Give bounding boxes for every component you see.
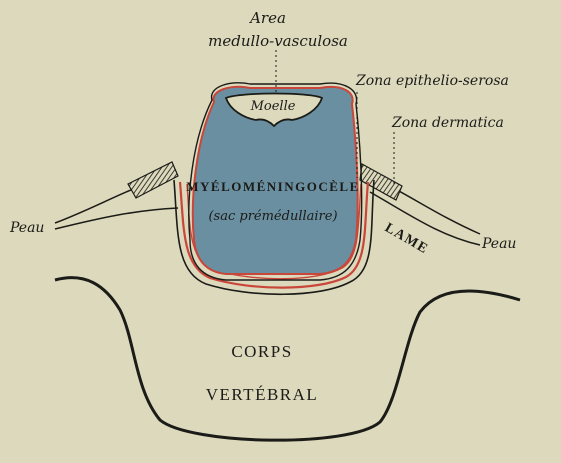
label-peau-right: Peau <box>481 236 516 252</box>
label-corps: CORPS <box>231 342 292 361</box>
label-sac-premedullaire: (sac prémédullaire) <box>208 209 337 224</box>
left-dermal-hatched-band <box>128 162 178 198</box>
left-skin-lower-line <box>55 208 178 229</box>
label-medullo-vasculosa: medullo-vasculosa <box>208 32 348 50</box>
label-zona-epithelio-serosa: Zona epithelio-serosa <box>355 73 509 89</box>
label-zona-dermatica: Zona dermatica <box>391 115 504 131</box>
label-moelle: Moelle <box>250 99 296 114</box>
label-vertebral: VERTÉBRAL <box>206 385 319 404</box>
label-area: Area <box>248 9 286 27</box>
right-skin-lower-line <box>370 192 480 245</box>
label-myelomeningocele: MYÉLOMÉNINGOCÈLE <box>186 179 360 194</box>
label-lame: LAME <box>382 220 431 257</box>
label-peau-left: Peau <box>9 220 44 236</box>
